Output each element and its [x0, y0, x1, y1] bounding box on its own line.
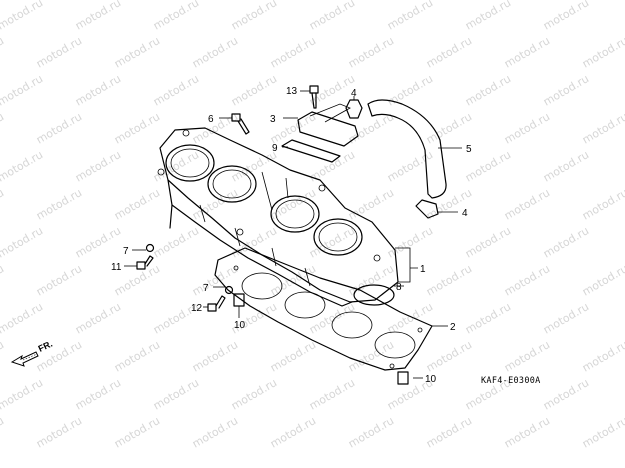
callout-7-mid: 7 [203, 283, 209, 294]
pipe-gasket [281, 139, 341, 163]
leader-lines [124, 90, 462, 379]
dowel-pin-10a [233, 293, 245, 307]
callout-10-bottom: 10 [425, 374, 437, 385]
callout-5: 5 [466, 144, 472, 155]
callout-4-bottom: 4 [462, 208, 468, 219]
callout-4-top: 4 [351, 88, 357, 99]
cylinder-gasket [214, 247, 433, 371]
callout-10-mid: 10 [234, 320, 246, 331]
washer-7b [224, 285, 234, 295]
bolt-13 [309, 85, 319, 109]
bolt-11 [136, 255, 154, 270]
bolt-12 [207, 295, 226, 312]
water-hose [367, 99, 447, 199]
callout-1: 1 [420, 264, 426, 275]
front-arrow-icon [10, 351, 39, 367]
callout-12: 12 [191, 303, 203, 314]
diagram-code: KAF4-E0300A [481, 376, 541, 386]
callout-8: 8 [396, 282, 402, 293]
dowel-pin-10b [397, 371, 409, 385]
callout-7-left: 7 [123, 246, 129, 257]
bolt-6 [231, 113, 250, 135]
hose-clamp-bottom [415, 199, 439, 219]
callout-3: 3 [270, 114, 276, 125]
water-pipe [281, 103, 359, 163]
callout-9: 9 [272, 143, 278, 154]
front-label: FR. [37, 339, 54, 354]
callout-6: 6 [208, 114, 214, 125]
callout-2: 2 [450, 322, 456, 333]
o-ring [353, 284, 395, 306]
hose-clamp-top [345, 99, 363, 119]
callout-13: 13 [286, 86, 298, 97]
callout-11: 11 [111, 262, 122, 273]
callouts: 13 4 6 3 9 5 4 7 11 1 8 7 12 10 2 10 [111, 86, 472, 385]
cylinder-block [157, 127, 399, 307]
front-direction-indicator: FR. [10, 339, 54, 367]
washer-7a [145, 243, 155, 253]
